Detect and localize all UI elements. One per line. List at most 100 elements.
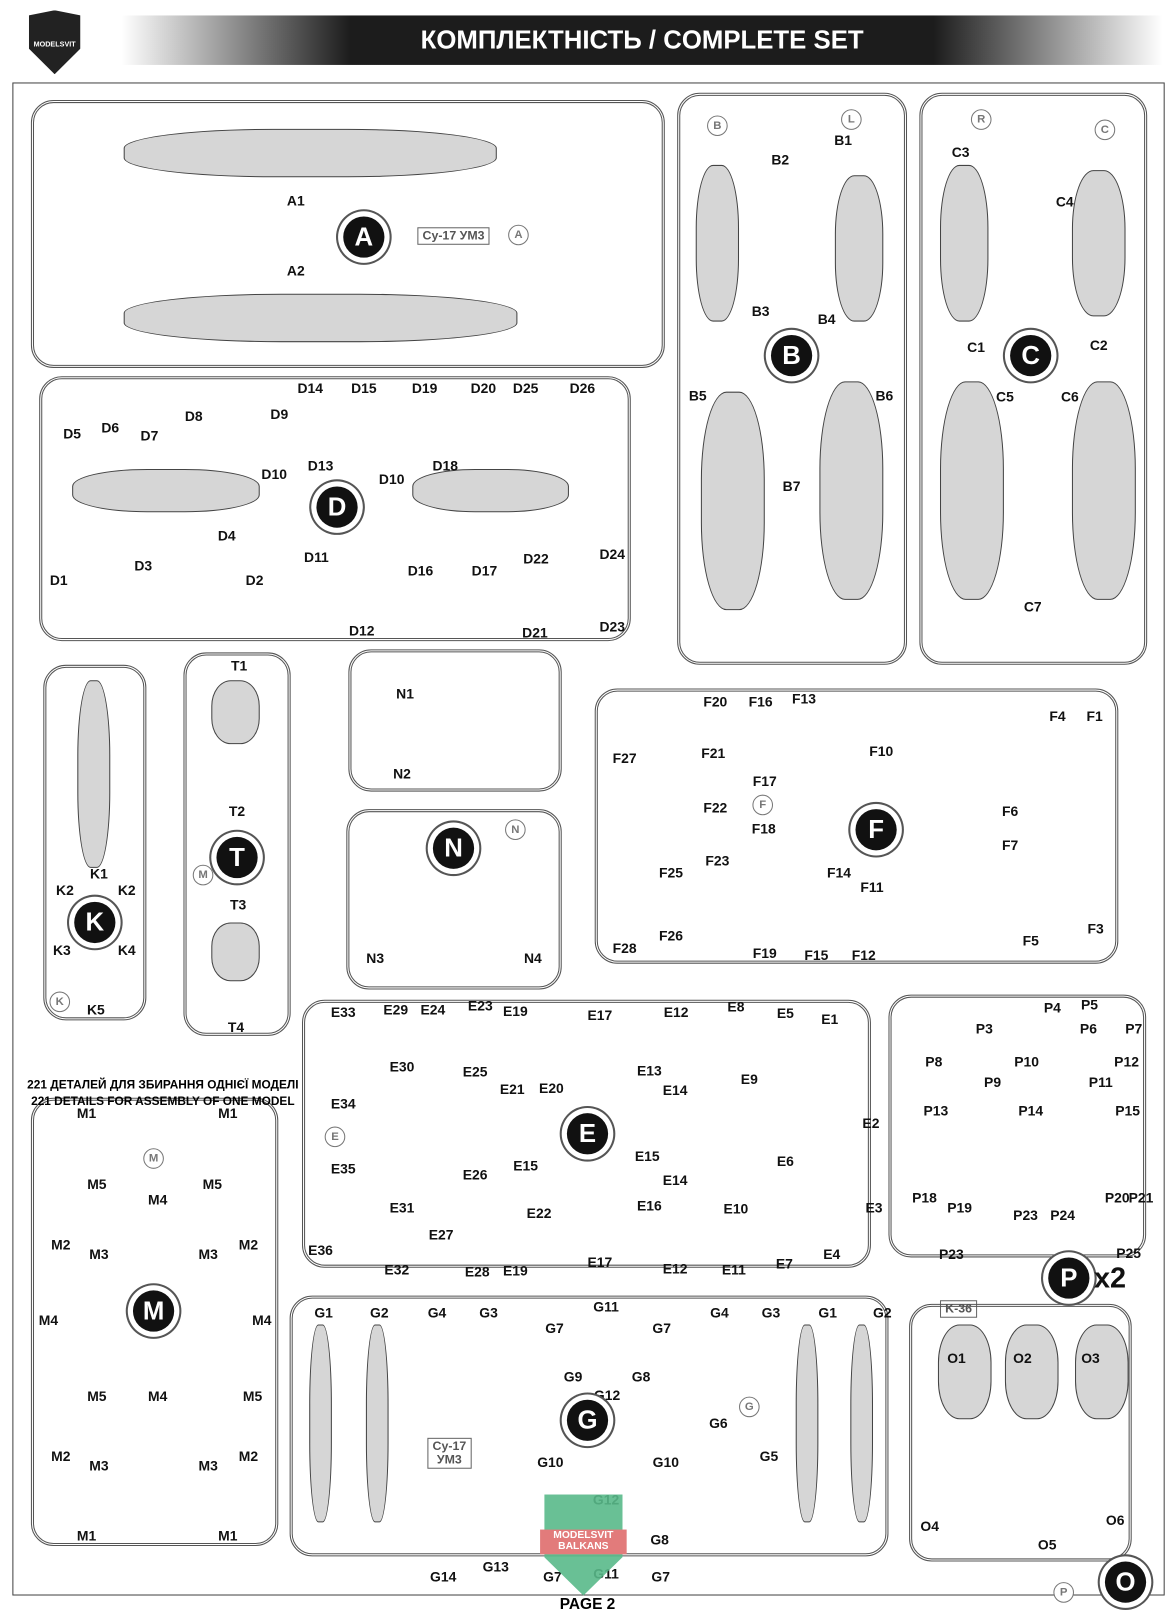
part-shape bbox=[850, 1324, 874, 1523]
part-label: M2 bbox=[238, 1237, 259, 1253]
part-label: E22 bbox=[526, 1205, 552, 1221]
part-label: P21 bbox=[1128, 1189, 1154, 1206]
part-label: G3 bbox=[761, 1305, 781, 1321]
part-label: E21 bbox=[499, 1081, 525, 1098]
sprue-id-tag: B bbox=[707, 115, 728, 137]
sprue-text-plate: Су-17 УМ3 bbox=[427, 1437, 472, 1469]
part-label: D4 bbox=[217, 528, 236, 544]
part-label: F25 bbox=[658, 865, 683, 881]
parts-count-en: 221 DETAILS FOR ASSEMBLY OF ONE MODEL bbox=[31, 1095, 295, 1109]
part-label: T3 bbox=[229, 897, 247, 913]
sprue-k-frame bbox=[43, 664, 147, 1021]
part-label: G9 bbox=[563, 1369, 583, 1385]
part-label: F11 bbox=[860, 879, 884, 896]
sprue-id-tag: M bbox=[192, 864, 214, 886]
part-label: G2 bbox=[872, 1305, 892, 1321]
part-label: E17 bbox=[587, 1007, 613, 1023]
part-label: D25 bbox=[512, 380, 539, 397]
part-label: E14 bbox=[662, 1172, 688, 1188]
part-label: M1 bbox=[218, 1105, 238, 1121]
part-label: F21 bbox=[701, 745, 726, 762]
part-label: E8 bbox=[727, 999, 745, 1015]
part-label: D14 bbox=[297, 380, 324, 397]
part-label: E12 bbox=[662, 1261, 688, 1277]
part-label: P8 bbox=[925, 1053, 943, 1070]
part-label: P23 bbox=[938, 1246, 964, 1263]
part-label: M5 bbox=[87, 1176, 107, 1193]
part-label: M5 bbox=[202, 1176, 222, 1193]
part-label: E5 bbox=[776, 1005, 794, 1021]
part-label: P5 bbox=[1080, 997, 1098, 1013]
sprue-d-frame bbox=[39, 376, 631, 642]
modelsvit-logo: MODELSVIT bbox=[28, 10, 81, 75]
part-label: E2 bbox=[862, 1115, 880, 1132]
part-label: D21 bbox=[522, 625, 548, 641]
part-label: M4 bbox=[148, 1388, 168, 1405]
part-label: G4 bbox=[710, 1305, 729, 1321]
sprue-n-badge: N bbox=[432, 827, 475, 869]
part-label: G10 bbox=[652, 1454, 679, 1471]
part-label: C3 bbox=[951, 144, 970, 161]
part-label: M2 bbox=[51, 1237, 71, 1253]
part-label: D8 bbox=[184, 408, 203, 425]
part-label: O1 bbox=[947, 1350, 966, 1367]
part-label: E7 bbox=[775, 1255, 793, 1272]
sprue-b-badge: B bbox=[770, 334, 813, 377]
part-shape bbox=[1075, 1324, 1129, 1420]
part-label: E25 bbox=[462, 1064, 488, 1080]
part-label: F16 bbox=[748, 694, 773, 710]
part-label: G7 bbox=[652, 1320, 671, 1337]
part-label: G6 bbox=[709, 1415, 728, 1432]
part-label: E15 bbox=[513, 1157, 539, 1174]
sprue-m-frame bbox=[30, 1097, 279, 1547]
sprue-p-badge: P bbox=[1048, 1257, 1090, 1299]
part-label: O5 bbox=[1037, 1537, 1057, 1553]
part-label: B4 bbox=[817, 311, 836, 328]
part-label: B7 bbox=[782, 478, 801, 495]
part-label: G14 bbox=[430, 1569, 457, 1585]
part-label: B3 bbox=[751, 303, 770, 320]
part-label: B5 bbox=[688, 388, 707, 404]
part-label: K4 bbox=[117, 942, 136, 959]
part-label: F3 bbox=[1087, 920, 1104, 937]
sprue-e-frame bbox=[301, 999, 871, 1268]
part-label: E19 bbox=[502, 1003, 528, 1019]
sprue-n-frame bbox=[348, 649, 562, 792]
part-label: F18 bbox=[751, 820, 776, 837]
sprue-a-badge: A bbox=[343, 216, 385, 258]
part-label: F27 bbox=[612, 750, 637, 767]
part-shape bbox=[72, 468, 260, 513]
part-label: D2 bbox=[245, 572, 264, 589]
part-label: K2 bbox=[56, 882, 74, 899]
part-label: F1 bbox=[1086, 708, 1103, 725]
part-label: B1 bbox=[834, 132, 853, 148]
part-label: G4 bbox=[427, 1305, 447, 1321]
part-label: E17 bbox=[587, 1254, 613, 1271]
part-label: M5 bbox=[87, 1388, 107, 1405]
part-label: T4 bbox=[227, 1019, 245, 1036]
sprue-id-tag: K bbox=[49, 991, 71, 1013]
part-label: P23 bbox=[1013, 1207, 1038, 1223]
part-label: G1 bbox=[314, 1305, 333, 1321]
part-label: M3 bbox=[89, 1246, 109, 1263]
part-label: O3 bbox=[1081, 1350, 1100, 1367]
part-label: M5 bbox=[242, 1388, 263, 1405]
part-label: E14 bbox=[662, 1082, 688, 1099]
part-label: M3 bbox=[198, 1457, 218, 1474]
part-shape bbox=[939, 381, 1004, 600]
part-label: E13 bbox=[636, 1063, 662, 1079]
part-shape bbox=[412, 468, 569, 513]
part-label: F28 bbox=[612, 940, 637, 956]
sprue-id-tag: C bbox=[1094, 119, 1116, 141]
sprue-d-badge: D bbox=[316, 486, 358, 528]
part-label: K2 bbox=[117, 882, 136, 899]
part-label: M1 bbox=[76, 1528, 97, 1544]
part-label: G10 bbox=[537, 1454, 564, 1471]
part-label: D7 bbox=[140, 428, 159, 444]
part-label: G5 bbox=[759, 1448, 779, 1465]
part-label: D18 bbox=[432, 458, 459, 474]
sprue-id-tag: G bbox=[739, 1396, 760, 1418]
part-shape bbox=[211, 922, 260, 982]
part-label: D1 bbox=[49, 572, 68, 589]
sprue-k-badge: K bbox=[74, 901, 116, 944]
